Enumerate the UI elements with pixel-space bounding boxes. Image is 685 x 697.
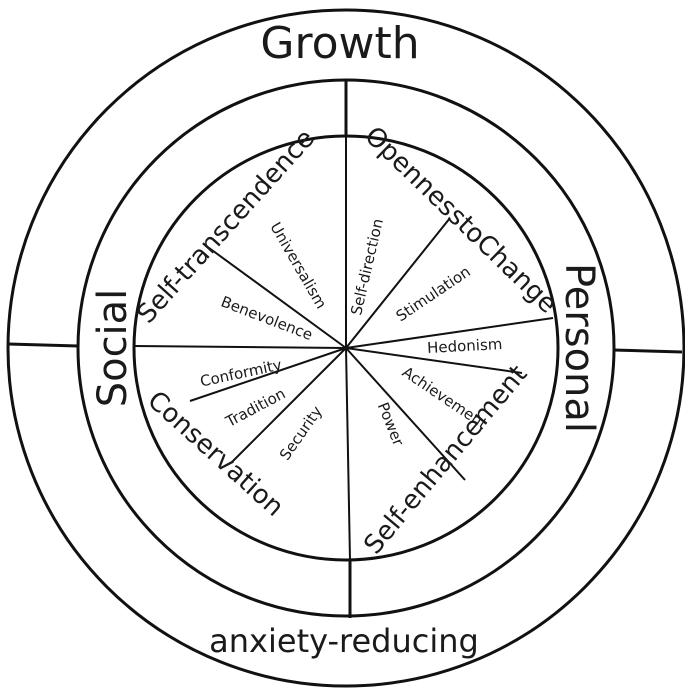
label-personal: Personal [556,263,602,433]
spoke-selfdirection-stimulation [345,217,451,349]
label-tradition: Tradition [222,384,289,431]
divider-right [612,348,683,354]
label-hedonism: Hedonism [427,335,503,357]
label-social: Social [90,289,136,408]
label-growth: Growth [260,18,419,69]
label-benevolence: Benevolence [218,293,315,344]
outer-ring [6,8,685,688]
label-power: Power [374,400,408,450]
spoke-tradition-security [231,347,347,463]
label-stimulation: Stimulation [393,262,474,325]
label-self-direction: Self-direction [347,217,387,317]
label-conformity: Conformity [198,356,283,391]
quadrant-axis-vertical-bottom [345,347,351,561]
label-openness-to-change: OpennesstoChange [359,121,563,319]
quadrant-axis-right [345,317,554,349]
spoke-universalism-benevolence [204,244,347,349]
spoke-achievement-power [345,347,466,481]
spoke-hedonism-achievement [345,347,523,374]
divider-left [7,342,79,348]
quadrant-axis-left [133,345,347,349]
spoke-conformity-tradition [189,347,347,402]
label-anxiety-reducing: anxiety-reducing [209,622,479,660]
